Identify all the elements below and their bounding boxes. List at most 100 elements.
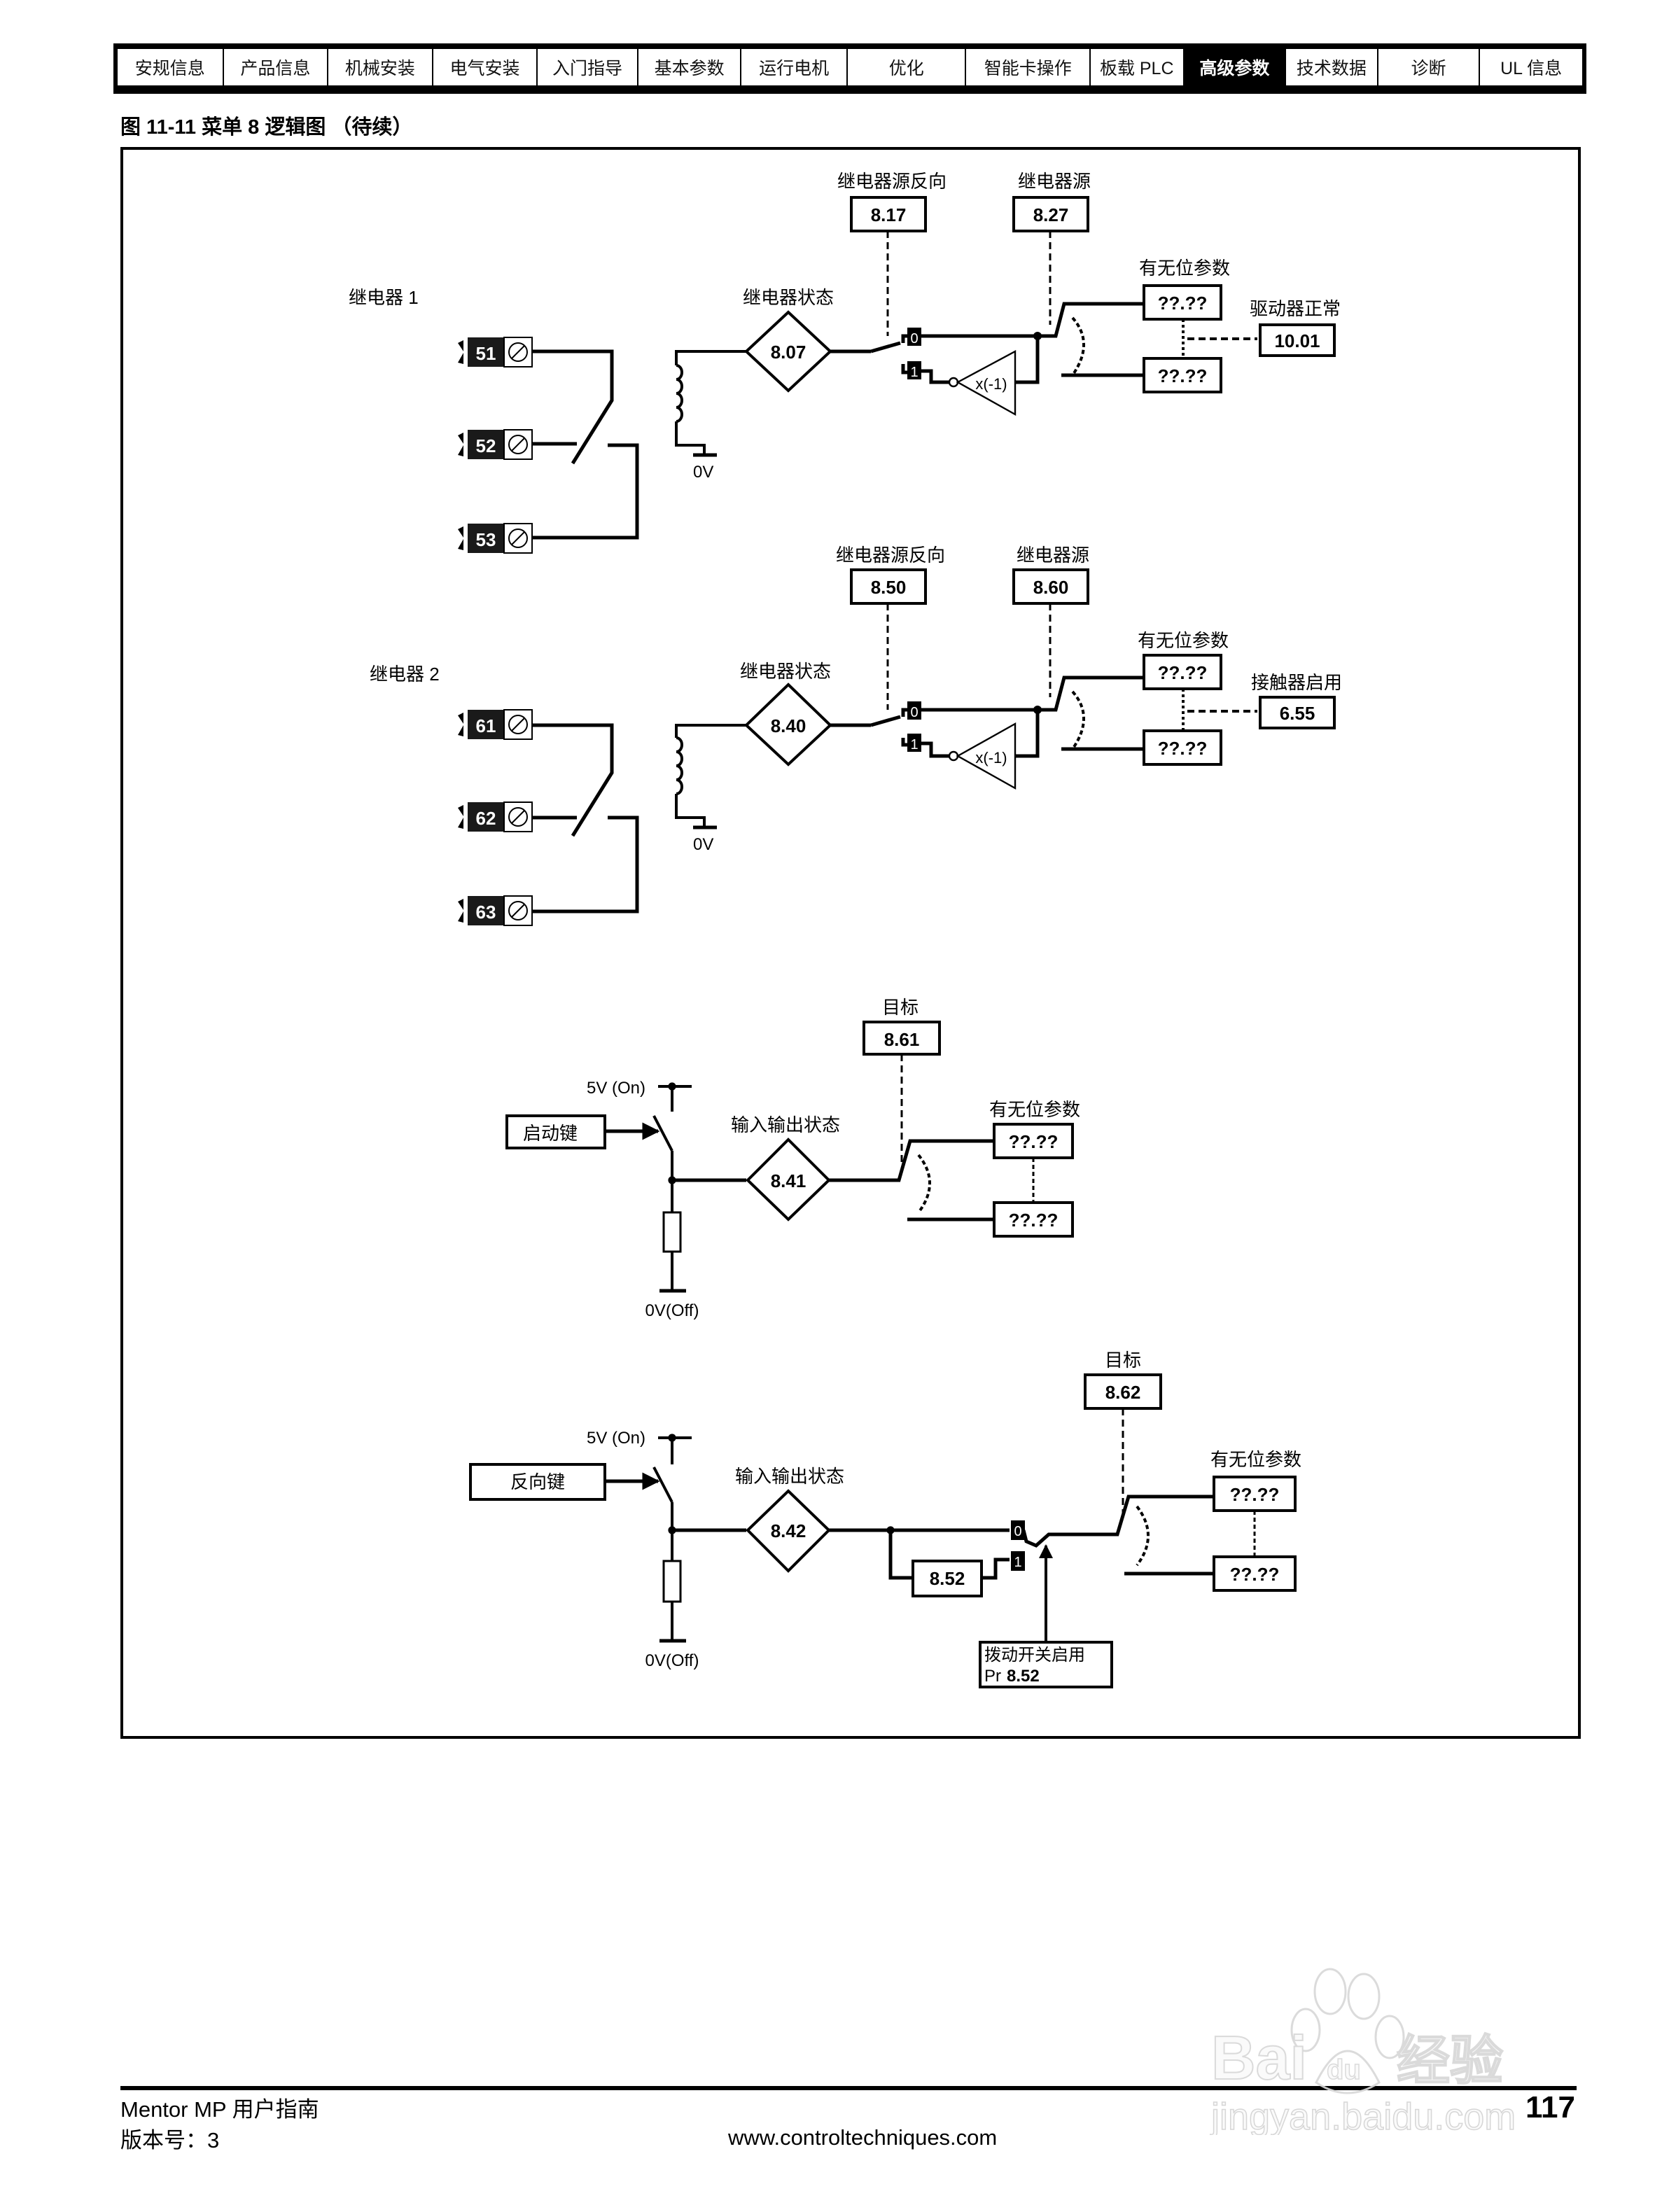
nav-tab-7[interactable]: 运行电机 bbox=[741, 49, 848, 85]
terminal-arrow-icon bbox=[458, 433, 463, 456]
svg-text:1: 1 bbox=[910, 365, 918, 380]
relay1-status-diamond bbox=[744, 310, 832, 393]
relay1-bit-param-bottom: ??.?? bbox=[1158, 365, 1208, 386]
relay1-bit-param-top: ??.?? bbox=[1158, 293, 1208, 314]
start-bit-param-top: ??.?? bbox=[1009, 1131, 1059, 1152]
relay2-contact bbox=[532, 723, 639, 913]
footer-info: Mentor MP 用户指南 版本号：3 bbox=[120, 2094, 319, 2156]
terminal-number: 63 bbox=[476, 902, 496, 923]
toggle-enable-label: 拨动开关启用 bbox=[984, 1646, 1085, 1665]
relay2-status-label: 继电器状态 bbox=[740, 661, 831, 682]
toggle-enable-prefix: Pr bbox=[984, 1667, 1001, 1686]
switch-position-1 bbox=[1011, 1551, 1025, 1571]
relay2-invert-param: 8.50 bbox=[871, 577, 907, 598]
diagram-frame bbox=[120, 147, 1581, 1739]
watermark-logo-text: Bai bbox=[1211, 2023, 1307, 2092]
terminal-arrow-icon bbox=[458, 526, 463, 550]
paw-toe-icon bbox=[1313, 1968, 1347, 2015]
chapter-nav-bar: 安规信息产品信息机械安装电气安装入门指导基本参数运行电机优化智能卡操作板载 PL… bbox=[113, 43, 1586, 94]
paw-pad-icon bbox=[1315, 2050, 1381, 2094]
nav-tab-6[interactable]: 基本参数 bbox=[638, 49, 742, 85]
start-bit-param-label: 有无位参数 bbox=[989, 1099, 1080, 1120]
reverse-key-label: 反向键 bbox=[510, 1471, 565, 1492]
terminal-number: 53 bbox=[476, 529, 496, 550]
reverse-bit-param-bottom-box bbox=[1213, 1555, 1297, 1592]
relay1-bit-param-bottom-box bbox=[1143, 357, 1222, 393]
terminal-52: 52 bbox=[458, 429, 533, 460]
relay1-bit-param-label: 有无位参数 bbox=[1139, 258, 1230, 279]
inverter-label: x(-1) bbox=[975, 375, 1007, 393]
junction-dot bbox=[668, 1434, 676, 1442]
terminal-51: 51 bbox=[458, 337, 533, 368]
reverse-toggle-param: 8.52 bbox=[930, 1568, 965, 1589]
relay1-ground-label: 0V bbox=[693, 463, 713, 482]
nav-tab-3[interactable]: 机械安装 bbox=[328, 49, 433, 85]
terminal-number: 62 bbox=[476, 808, 496, 829]
relay2-coil-icon bbox=[675, 724, 756, 830]
nav-tab-5[interactable]: 入门指导 bbox=[538, 49, 638, 85]
selector-arc bbox=[1071, 316, 1085, 377]
reverse-status-param: 8.42 bbox=[771, 1520, 806, 1541]
relay1-section: 继电器 1 51 52 bbox=[349, 171, 1341, 554]
switch-position-0 bbox=[907, 328, 921, 346]
reverse-status-label: 输入输出状态 bbox=[735, 1466, 844, 1487]
reverse-key-switch bbox=[605, 1436, 746, 1643]
relay2-label: 继电器 2 bbox=[370, 664, 440, 685]
relay2-section: 继电器 2 61 62 63 bbox=[370, 545, 1342, 926]
svg-text:1: 1 bbox=[1014, 1555, 1021, 1570]
nav-tab-1[interactable]: 安规信息 bbox=[118, 49, 224, 85]
screw-icon bbox=[508, 807, 528, 827]
relay2-ground-label: 0V bbox=[693, 835, 713, 854]
nav-tab-14[interactable]: UL 信息 bbox=[1480, 49, 1582, 85]
nav-tab-11[interactable]: 高级参数 bbox=[1184, 49, 1287, 85]
relay2-invert-param-box bbox=[850, 568, 927, 605]
watermark-cn-text: 经验 bbox=[1397, 2031, 1503, 2091]
nav-tab-2[interactable]: 产品信息 bbox=[223, 49, 329, 85]
relay1-invert-label: 继电器源反向 bbox=[837, 171, 947, 192]
baidu-watermark-logo: Bai du 经验 jingyan.baidu.com bbox=[1209, 1968, 1516, 2135]
terminal-number: 61 bbox=[476, 715, 496, 736]
relay1-contact bbox=[532, 349, 639, 540]
screw-icon bbox=[508, 528, 528, 548]
nav-tab-10[interactable]: 板载 PLC bbox=[1090, 49, 1185, 85]
terminal-arrow-icon bbox=[458, 713, 463, 736]
junction-dot bbox=[1033, 332, 1042, 340]
relay1-source-label: 继电器源 bbox=[1018, 171, 1091, 192]
footer-url: www.controltechniques.com bbox=[728, 2125, 998, 2150]
reverse-supply-label: 5V (On) bbox=[587, 1429, 645, 1448]
reverse-bit-param-label: 有无位参数 bbox=[1210, 1449, 1301, 1470]
relay2-status-diamond bbox=[744, 682, 832, 766]
relay1-invert-param: 8.17 bbox=[871, 204, 907, 225]
relay2-invert-switch bbox=[830, 676, 1143, 758]
relay2-bit-param-top: ??.?? bbox=[1158, 662, 1208, 683]
svg-text:1: 1 bbox=[910, 737, 918, 752]
relay2-source-param: 8.60 bbox=[1033, 577, 1069, 598]
relay1-coil-icon bbox=[675, 350, 756, 457]
terminal-61: 61 bbox=[458, 709, 533, 740]
nav-tab-4[interactable]: 电气安装 bbox=[433, 49, 538, 85]
switch-position-1 bbox=[907, 361, 921, 379]
nav-tab-13[interactable]: 诊断 bbox=[1378, 49, 1481, 85]
terminal-number: 52 bbox=[476, 435, 496, 456]
footer-product: Mentor MP 用户指南 bbox=[120, 2097, 319, 2122]
nav-tab-9[interactable]: 智能卡操作 bbox=[966, 49, 1091, 85]
footer-version: 版本号：3 bbox=[120, 2128, 220, 2152]
relay2-source-label: 继电器源 bbox=[1017, 545, 1089, 566]
start-dest-param: 8.61 bbox=[884, 1029, 920, 1050]
relay1-label: 继电器 1 bbox=[349, 287, 419, 308]
reverse-toggle-wiring bbox=[829, 1494, 1213, 1580]
watermark-paw-text: du bbox=[1327, 2054, 1361, 2085]
start-bit-param-bottom: ??.?? bbox=[1009, 1210, 1059, 1231]
switch-position-0 bbox=[1011, 1520, 1025, 1540]
page-number: 117 bbox=[1525, 2090, 1575, 2124]
terminal-63: 63 bbox=[458, 895, 533, 926]
switch-position-0 bbox=[907, 701, 921, 720]
relay2-default-param: 6.55 bbox=[1280, 703, 1315, 724]
screw-icon bbox=[508, 901, 528, 920]
nav-tab-8[interactable]: 优化 bbox=[847, 49, 967, 85]
screw-icon bbox=[508, 435, 528, 454]
terminal-arrow-icon bbox=[458, 340, 463, 364]
terminal-number: 51 bbox=[476, 343, 496, 364]
nav-tab-12[interactable]: 技术数据 bbox=[1286, 49, 1378, 85]
terminal-53: 53 bbox=[458, 523, 533, 554]
